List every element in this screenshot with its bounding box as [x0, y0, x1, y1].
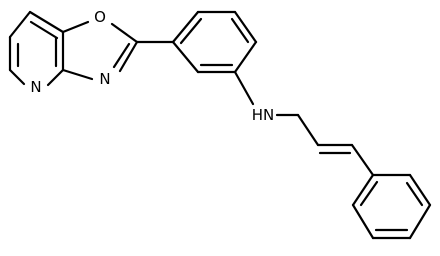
cinnamyl-amine-chain: [233, 70, 375, 177]
central-benzene-ring: [171, 10, 258, 74]
amine-nh-label: HN: [252, 106, 275, 124]
oxazole-ring: [61, 20, 139, 81]
oxygen-atom-label: O: [94, 8, 106, 26]
terminal-benzene-ring: [351, 173, 432, 240]
oxazole-nitrogen-label: N: [99, 70, 110, 88]
pyridine-ring: [8, 10, 65, 87]
pyridine-nitrogen-label: N: [30, 78, 41, 96]
